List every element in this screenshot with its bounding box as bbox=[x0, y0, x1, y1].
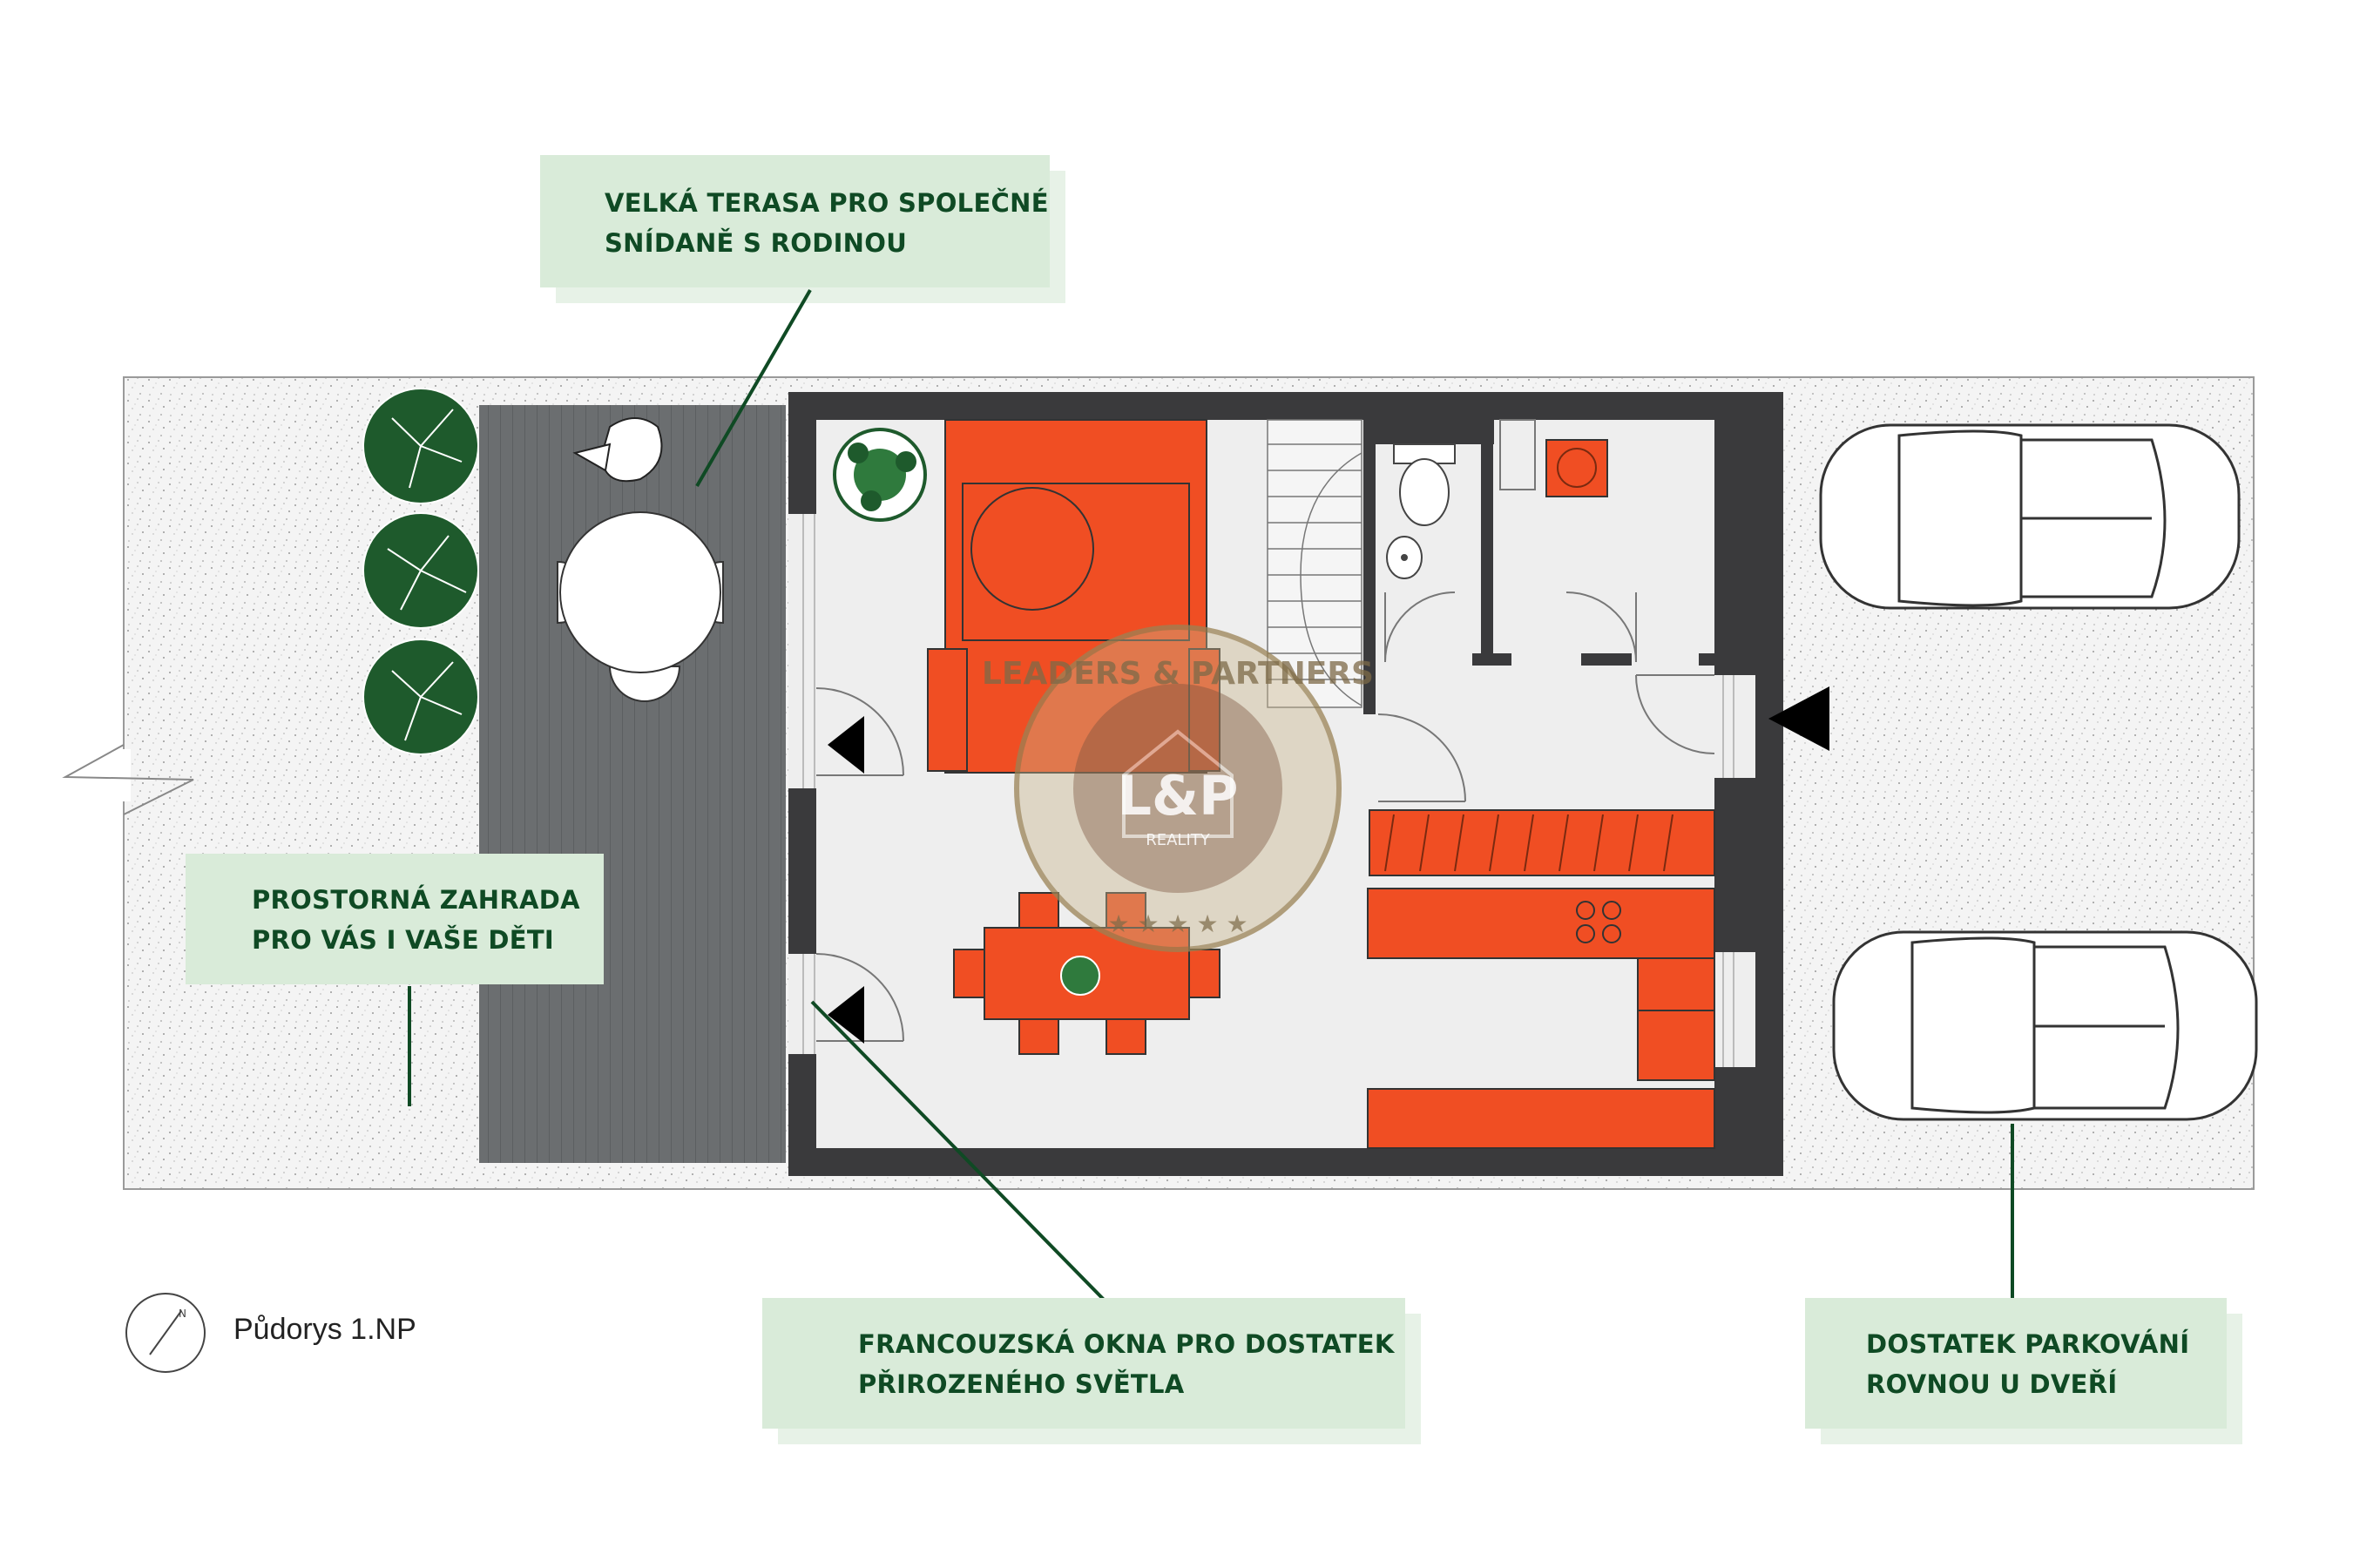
dining-table-icon bbox=[953, 892, 1220, 1055]
callout-terrace-line2: SNÍDANĚ S RODINOU bbox=[605, 228, 908, 258]
staircase bbox=[1267, 419, 1362, 708]
tree-icon bbox=[362, 388, 479, 755]
house-walls bbox=[788, 392, 1783, 1176]
plant-icon bbox=[833, 428, 927, 522]
callout-parking-line1: DOSTATEK PARKOVÁNÍ bbox=[1866, 1329, 2190, 1359]
callout-leader-lines bbox=[408, 288, 2014, 1304]
callout-terrace: VELKÁ TERASA PRO SPOLEČNÉ SNÍDANĚ S RODI… bbox=[540, 155, 1065, 303]
watermark-logo bbox=[1014, 625, 1342, 952]
car-icon bbox=[1819, 423, 2241, 610]
entry-arrow-icon bbox=[828, 686, 1829, 1044]
person-icon bbox=[572, 417, 663, 483]
watermark-ring-text: LEADERS & PARTNERS bbox=[982, 656, 1374, 692]
callout-parking-line2: ROVNOU U DVEŘÍ bbox=[1866, 1369, 2118, 1399]
toilet-icon bbox=[1386, 443, 1456, 579]
door-swings bbox=[815, 591, 1715, 1042]
terrace-table-icon bbox=[557, 511, 724, 702]
callout-garden: PROSTORNÁ ZAHRADA PRO VÁS I VAŠE DĚTI bbox=[186, 854, 619, 1000]
callout-garden-line1: PROSTORNÁ ZAHRADA bbox=[252, 885, 580, 915]
callout-parking: DOSTATEK PARKOVÁNÍ ROVNOU U DVEŘÍ bbox=[1805, 1298, 2242, 1444]
north-arrow-icon bbox=[125, 1293, 206, 1373]
callout-garden-line2: PRO VÁS I VAŠE DĚTI bbox=[252, 925, 554, 955]
callout-terrace-line1: VELKÁ TERASA PRO SPOLEČNÉ bbox=[605, 188, 1049, 218]
car-icon bbox=[1832, 930, 2258, 1121]
watermark-stars: ★ ★ ★ ★ ★ bbox=[1107, 909, 1247, 938]
watermark-logo-text: L&P bbox=[1117, 764, 1238, 828]
north-mark: N bbox=[179, 1308, 186, 1320]
callout-windows-line1: FRANCOUZSKÁ OKNA PRO DOSTATEK bbox=[858, 1329, 1395, 1359]
watermark-sub-text: REALITY bbox=[1146, 831, 1211, 849]
kitchen-counter bbox=[1367, 888, 1715, 1149]
callout-windows: FRANCOUZSKÁ OKNA PRO DOSTATEK PŘIROZENÉH… bbox=[762, 1298, 1421, 1444]
window-lines bbox=[802, 514, 1734, 1067]
cooktop-icon bbox=[1576, 901, 1621, 943]
plan-caption: Půdorys 1.NP bbox=[233, 1313, 416, 1346]
callout-windows-line2: PŘIROZENÉHO SVĚTLA bbox=[858, 1369, 1185, 1399]
